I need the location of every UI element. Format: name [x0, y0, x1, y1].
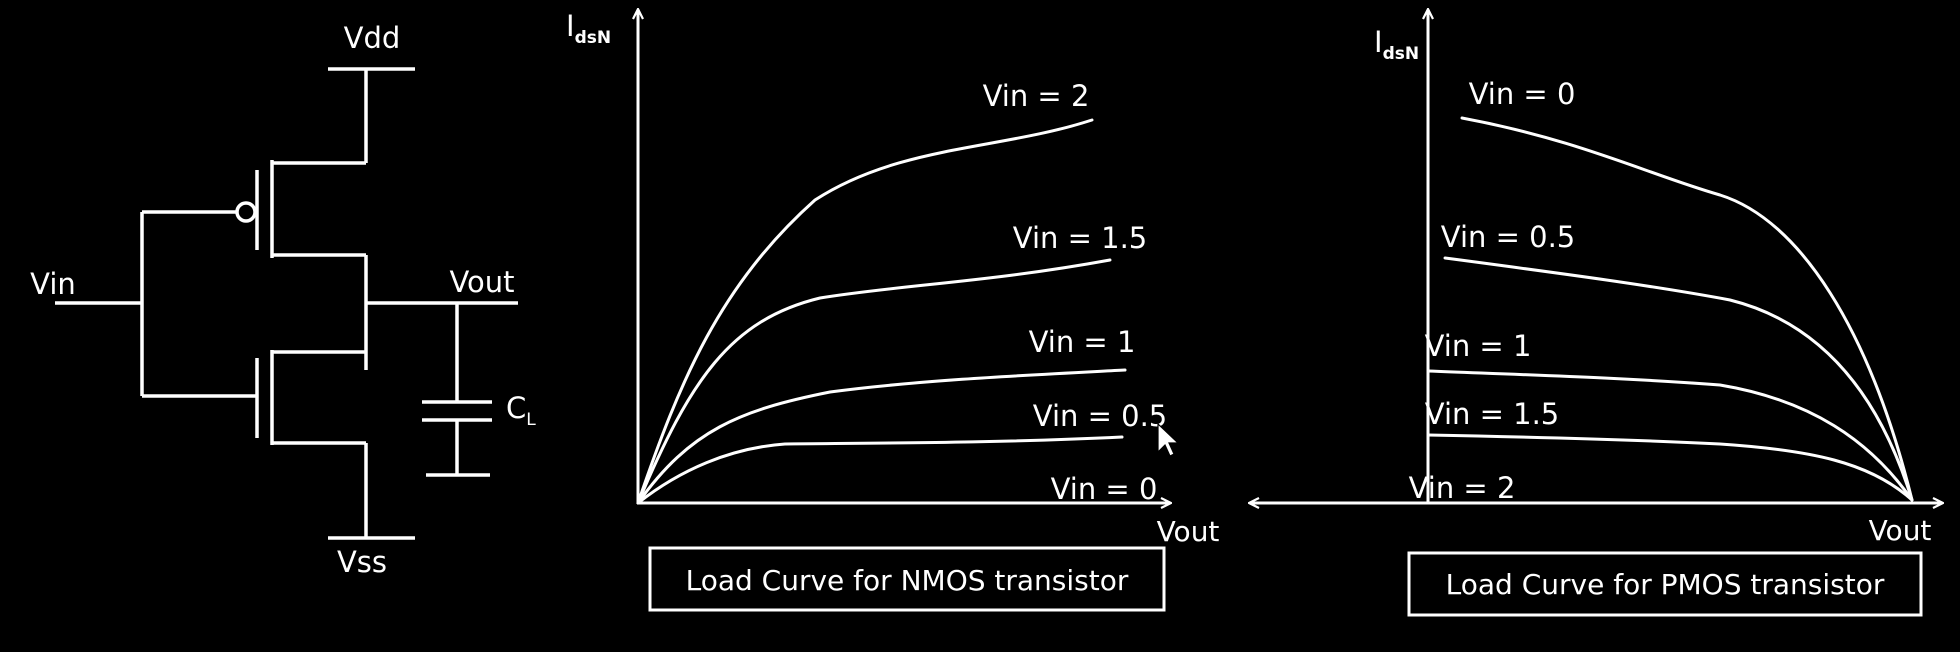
pmos-curve-label-vin-1-5: Vin = 1.5 — [1425, 397, 1560, 431]
nmos-curve-vin-2 — [636, 118, 1094, 505]
vin-label: Vin — [30, 267, 76, 301]
pmos-curve-vin-0-5 — [1443, 256, 1914, 502]
vout-label: Vout — [449, 265, 514, 299]
vss-label: Vss — [337, 545, 387, 579]
nmos-curve-vin-1 — [636, 368, 1127, 505]
pmos-curve-label-vin-0: Vin = 0 — [1469, 77, 1576, 111]
vdd-label: Vdd — [344, 21, 401, 55]
nmos-curve-label-vin-2: Vin = 2 — [983, 79, 1090, 113]
pmos-gate-bubble — [235, 201, 257, 223]
nmos-curve-label-vin-1-5: Vin = 1.5 — [1013, 221, 1148, 255]
nmos-x-axis-label: Vout — [1157, 515, 1220, 548]
load-capacitor — [422, 303, 492, 477]
pmos-curve-label-vin-2: Vin = 2 — [1409, 471, 1516, 505]
nmos-curve-label-vin-0-5: Vin = 0.5 — [1033, 399, 1168, 433]
pmos-curve-label-vin-0-5: Vin = 0.5 — [1441, 220, 1576, 254]
cap-label: CL — [506, 391, 536, 430]
pmos-caption-box — [1407, 551, 1923, 617]
nmos-curve-vin-0-5 — [636, 435, 1124, 505]
pmos-transistor — [235, 160, 366, 258]
pmos-curve-label-vin-1: Vin = 1 — [1425, 329, 1532, 363]
pmos-plot: IdsN Vout Vin = 0 Vin = 0.5 Vin = 1 Vin … — [1250, 10, 1942, 617]
pmos-x-axis-label: Vout — [1869, 514, 1932, 547]
pmos-curve-vin-1-5 — [1426, 433, 1914, 502]
nmos-plot: IdsN Vout Vin = 2 Vin = 1.5 Vin = 1 Vin … — [566, 9, 1220, 612]
mouse-cursor-icon — [1157, 422, 1180, 457]
nmos-curve-label-vin-0: Vin = 0 — [1051, 472, 1158, 506]
cmos-inverter-schematic — [55, 67, 518, 540]
pmos-y-axis-label: IdsN — [1374, 25, 1419, 64]
nmos-curve-label-vin-1: Vin = 1 — [1029, 325, 1136, 359]
nmos-transistor — [255, 350, 366, 445]
nmos-caption-box — [648, 546, 1166, 612]
pmos-curve-vin-1 — [1426, 369, 1914, 502]
pmos-caption: Load Curve for PMOS transistor — [1446, 568, 1885, 601]
pmos-curve-vin-0 — [1460, 116, 1914, 502]
nmos-caption: Load Curve for NMOS transistor — [686, 564, 1129, 597]
nmos-y-axis-label: IdsN — [566, 9, 611, 48]
nmos-curve-vin-1-5 — [636, 258, 1112, 505]
